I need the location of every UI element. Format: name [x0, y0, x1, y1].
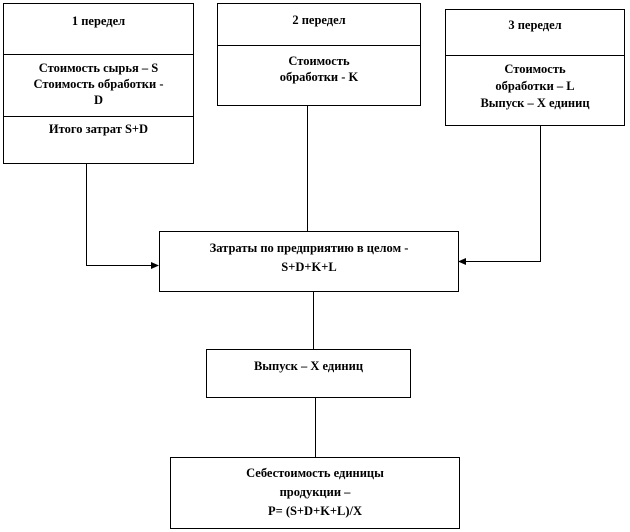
enterprise-costs-box: Затраты по предприятию в целом - S+D+K+L: [159, 231, 459, 292]
stage2-costs: Стоимость обработки - K: [218, 53, 420, 85]
processing-cost: обработки – L: [495, 79, 575, 93]
processing-cost: Стоимость обработки -: [33, 77, 164, 91]
stage1-costs: Стоимость сырья – S Стоимость обработки …: [4, 60, 193, 108]
arrow-head-left: [458, 258, 466, 265]
connector-stage3: [464, 125, 541, 262]
arrow-head-right: [151, 262, 159, 269]
stage1-total: Итого затрат S+D: [48, 122, 149, 136]
output-units: Выпуск – X единиц: [480, 96, 590, 110]
stage1-box: 1 передел Стоимость сырья – S Стоимость …: [3, 3, 194, 164]
output-box: Выпуск – X единиц: [206, 349, 411, 398]
enterprise-costs-label: Затраты по предприятию в целом -: [209, 241, 409, 255]
divider: [446, 55, 624, 56]
divider: [218, 45, 420, 46]
unit-cost-label: Себестоимость единицы: [246, 466, 384, 480]
divider: [4, 116, 193, 117]
stage3-box: 3 передел Стоимость обработки – L Выпуск…: [445, 9, 625, 126]
raw-cost: Стоимость сырья – S: [38, 61, 159, 75]
unit-cost-box: Себестоимость единицы продукции – P= (S+…: [170, 457, 460, 529]
enterprise-costs-formula: S+D+K+L: [281, 260, 337, 274]
processing-cost-var: D: [93, 93, 104, 107]
stage3-costs: Стоимость обработки – L Выпуск – X едини…: [446, 61, 624, 112]
stage2-title: 2 передел: [292, 13, 346, 27]
cost-label: Стоимость: [504, 62, 566, 76]
output-text: Выпуск – X единиц: [253, 359, 364, 373]
unit-cost-label-2: продукции –: [279, 485, 351, 499]
stage1-title: 1 передел: [71, 14, 126, 28]
processing-cost: обработки - K: [279, 70, 359, 84]
divider: [4, 54, 193, 55]
stage3-title: 3 передел: [508, 18, 562, 32]
connector-stage1: [86, 163, 153, 266]
unit-cost-formula: P= (S+D+K+L)/X: [267, 504, 363, 518]
cost-label: Стоимость: [288, 54, 350, 68]
stage2-box: 2 передел Стоимость обработки - K: [217, 3, 421, 106]
